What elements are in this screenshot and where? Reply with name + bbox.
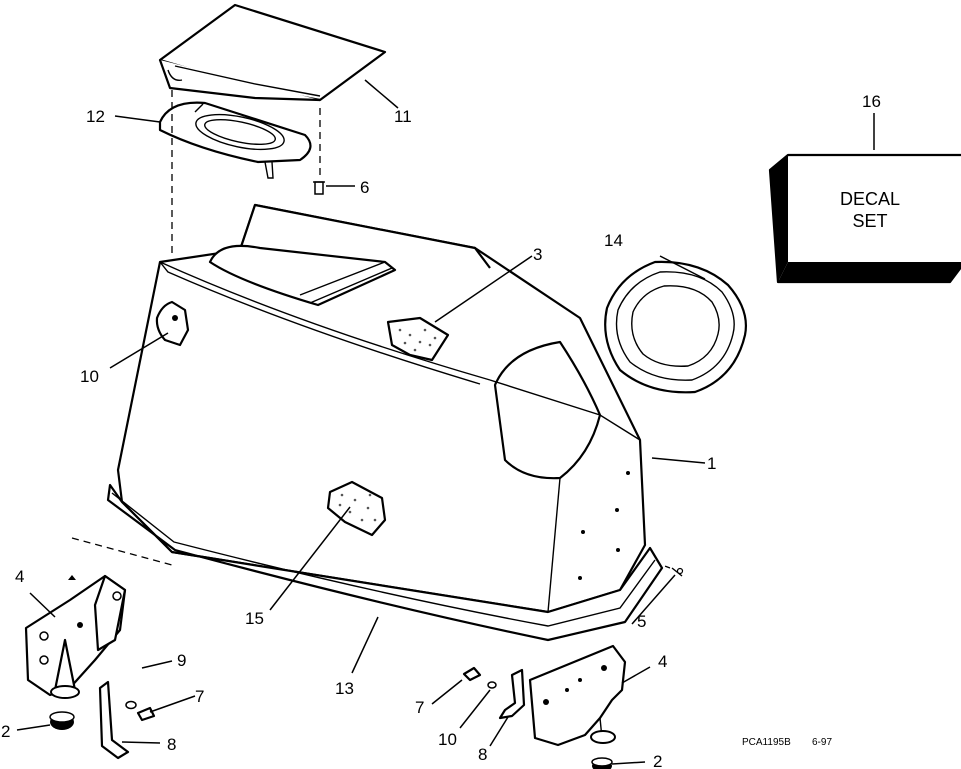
- callout-16: 16: [862, 92, 881, 111]
- figure-code: PCA1195B: [742, 737, 791, 748]
- bolt-part-7-right: [462, 666, 482, 682]
- screw-part-7-left: [136, 706, 156, 722]
- callout-10-top: 10: [80, 367, 99, 386]
- leader-lines: [16, 79, 875, 765]
- callout-3: 3: [533, 245, 542, 264]
- callout-15: 15: [245, 609, 264, 628]
- bracket-part-4-left: [24, 574, 127, 699]
- screw-part-5: [671, 567, 684, 577]
- alignment-line: [71, 537, 173, 566]
- callout-7-left: 7: [195, 687, 204, 706]
- callout-2-left: 2: [1, 722, 10, 741]
- clip-part-8-right: [498, 668, 526, 720]
- callout-1: 1: [707, 454, 716, 473]
- callout-6: 6: [360, 178, 369, 197]
- callout-2-right: 2: [653, 752, 662, 769]
- callout-12: 12: [86, 107, 105, 126]
- callout-13: 13: [335, 679, 354, 698]
- window-trim-part-14: [604, 260, 747, 394]
- clip-part-8-left: [98, 680, 130, 760]
- cover-lid-part-11: [158, 3, 387, 102]
- decal-patch-part-3: [386, 316, 450, 362]
- foot-pad-part-2-left: [49, 711, 75, 730]
- callout-8-left: 8: [167, 735, 176, 754]
- callout-4-left: 4: [15, 567, 24, 586]
- callout-4-right: 4: [658, 652, 667, 671]
- callout-7-right: 7: [415, 698, 424, 717]
- decal-patch-part-15: [326, 480, 387, 537]
- engine-cover-part-1: [116, 203, 647, 614]
- figure-date: 6-97: [812, 737, 832, 748]
- decal-set-box-part-16: DECAL SET: [768, 153, 961, 284]
- callout-9: 9: [177, 651, 186, 670]
- callout-10-bottom: 10: [438, 730, 457, 749]
- callout-11: 11: [394, 107, 412, 126]
- seal-part-13: [106, 483, 664, 642]
- callout-8-right: 8: [478, 745, 487, 764]
- plate-part-12: [158, 101, 312, 179]
- callout-labels: 1 16 11 12 6 3 14 10 5 13 15 4 2 9 7 8 4…: [1, 92, 881, 769]
- screw-part-6: [313, 181, 325, 195]
- callout-14: 14: [604, 231, 623, 250]
- decal-set-line2: SET: [852, 211, 887, 231]
- callout-5: 5: [637, 612, 646, 631]
- washer-part-10-right: [487, 681, 497, 689]
- washer-part-9: [125, 700, 137, 710]
- bracket-part-4-right: [528, 644, 627, 747]
- decal-set-line1: DECAL: [840, 189, 900, 209]
- foot-pad-part-2-right: [591, 757, 613, 769]
